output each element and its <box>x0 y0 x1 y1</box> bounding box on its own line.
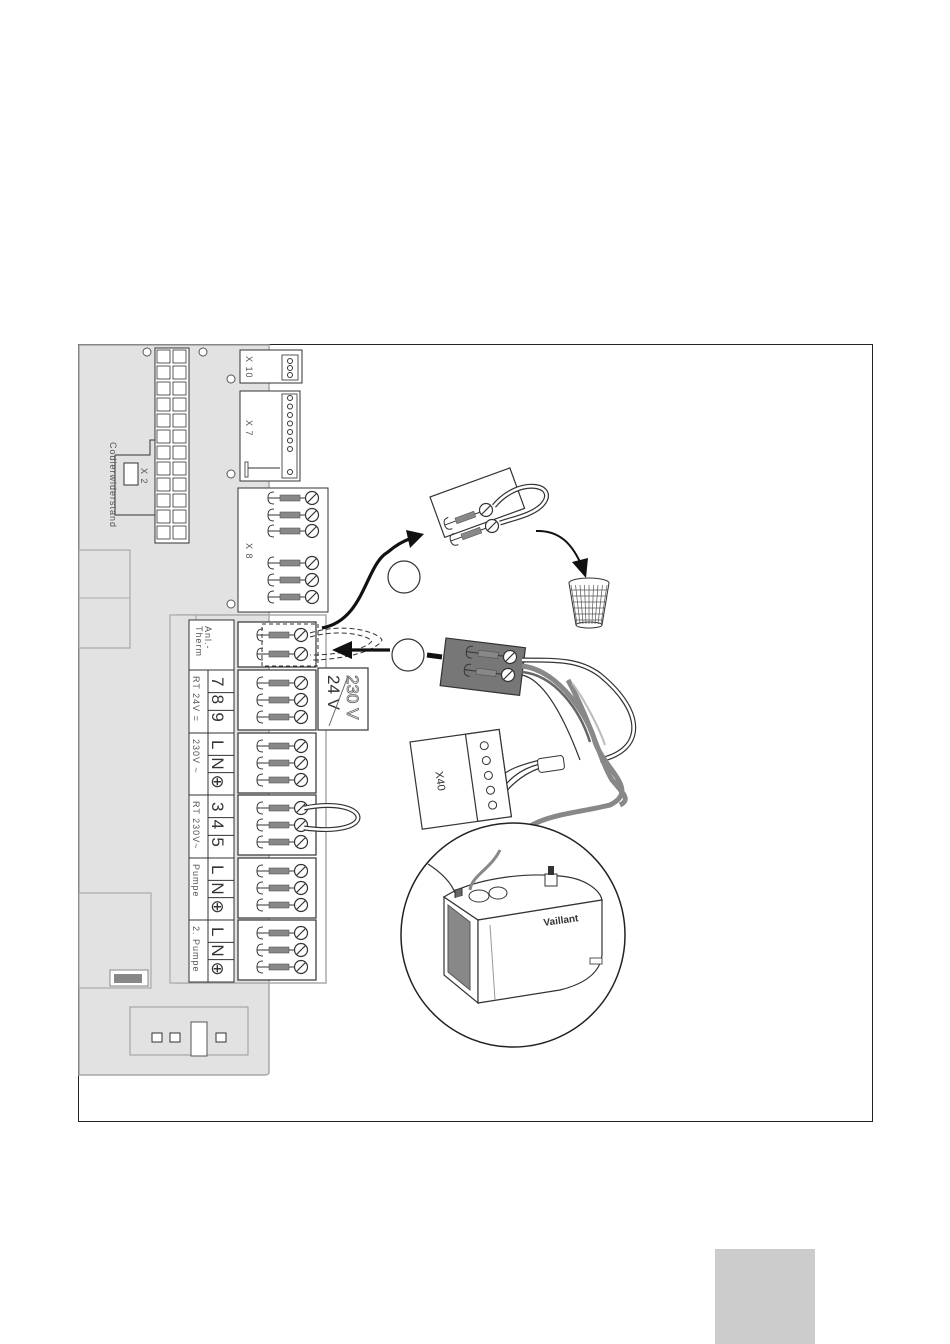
mains-terminal-letter-2: N <box>208 757 227 769</box>
rt24-terminal-number-1: 7 <box>208 677 227 686</box>
x7-label: X 7 <box>244 420 254 437</box>
connector-x40: X40 <box>410 729 511 829</box>
pumpe-terminal-letter-3: ⊕ <box>208 900 227 914</box>
anl-therm-label-2: Therm <box>194 626 204 657</box>
coding-resistor-x2 <box>124 463 138 485</box>
pumpe2-label: 2. Pumpe <box>191 926 201 973</box>
rt24-terminal-number-3: 9 <box>208 712 227 721</box>
board-relay <box>79 550 130 648</box>
rt230-terminal-number-2: 4 <box>208 820 227 829</box>
pumpe2-terminal-letter-3: ⊕ <box>208 962 227 976</box>
page-tab <box>715 1249 815 1344</box>
device-dial <box>469 890 489 902</box>
x8-label: X 8 <box>244 543 254 560</box>
new-connector <box>440 638 525 695</box>
board-bottom-connector <box>130 1007 248 1055</box>
rt230-label: RT 230V~ <box>191 801 201 849</box>
pumpe-label: Pumpe <box>191 864 201 898</box>
mains-terminal-letter-1: L <box>208 740 227 749</box>
rt230-terminal-number-3: 5 <box>208 837 227 846</box>
removed-bridge-connector <box>430 468 525 537</box>
mains-label: 230V ~ <box>191 739 201 774</box>
rt24-terminal-number-2: 8 <box>208 695 227 704</box>
arrow-to-bin <box>536 531 580 562</box>
pin-header <box>155 348 189 543</box>
step-circle-2 <box>392 639 424 671</box>
rt24-label: RT 24V = <box>191 676 201 722</box>
voltage-ok-label: 24 V <box>324 675 343 711</box>
pumpe2-terminal-letter-1: L <box>208 927 227 936</box>
pumpe-terminal-letter-2: N <box>208 882 227 894</box>
waste-bin-icon <box>569 578 609 628</box>
mains-terminal-letter-3: ⊕ <box>208 775 227 789</box>
pumpe2-terminal-letter-2: N <box>208 944 227 956</box>
x10-label: X 10 <box>244 356 254 379</box>
step-circle-1 <box>388 561 420 593</box>
x2-label: X 2 <box>139 468 149 485</box>
coding-resistor-label: Codierwiderstand <box>108 442 118 528</box>
thermostat-device: Vaillant <box>444 866 602 1003</box>
rt230-terminal-number-1: 3 <box>208 802 227 811</box>
cable-sleeve <box>537 755 565 772</box>
pumpe-terminal-letter-1: L <box>208 865 227 874</box>
